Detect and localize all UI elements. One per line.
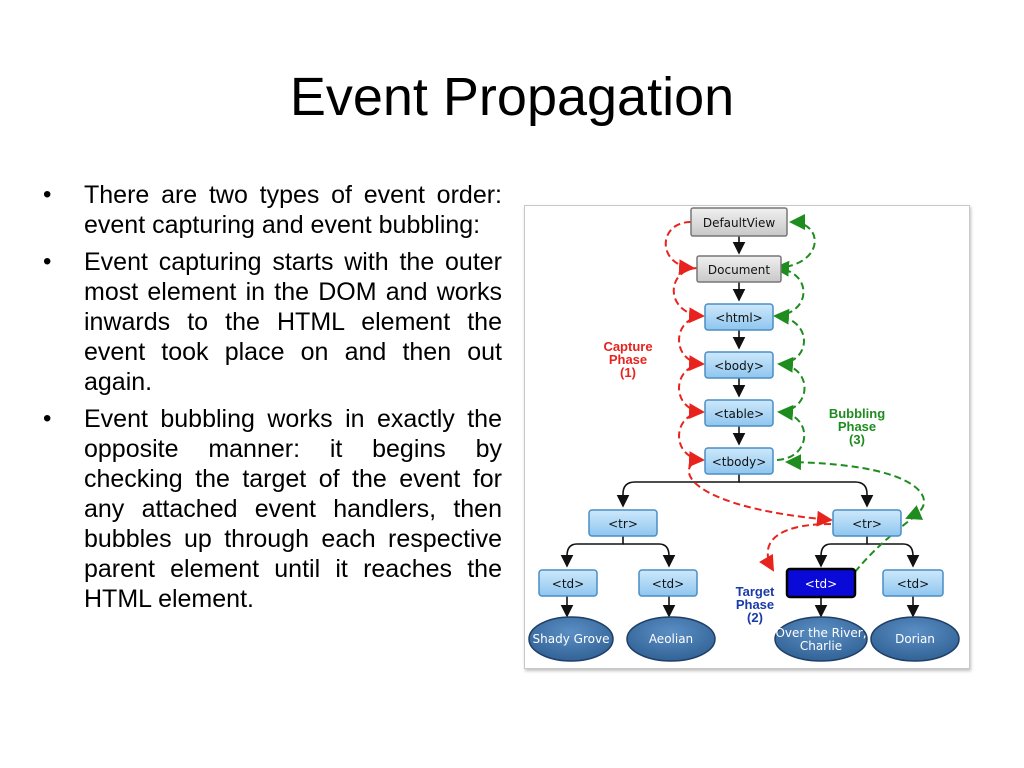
bubbling-phase-label: Bubbling Phase (3) (829, 406, 885, 447)
leaf-aeolian: Aeolian (626, 616, 716, 662)
node-label: <td> (805, 577, 837, 591)
capture-phase-arrows (664, 221, 833, 572)
bubbling-label-line-3: (3) (849, 432, 865, 447)
capture-phase-label: Capture Phase (1) (603, 339, 652, 380)
capture-label-line-2: Phase (609, 352, 647, 367)
leaf-label: Dorian (895, 632, 935, 646)
target-phase-label: Target Phase (2) (736, 584, 775, 625)
bullet-text: There are two types of event order: even… (84, 181, 502, 239)
node-label: <td> (652, 577, 684, 591)
bullet-list: • There are two types of event order: eve… (40, 180, 502, 621)
node-body: <body> (704, 351, 774, 379)
node-label: <tr> (852, 517, 882, 531)
leaf-label: Shady Grove (533, 632, 610, 646)
node-defaultview: DefaultView (690, 207, 788, 237)
node-label: <html> (715, 311, 762, 325)
bubbling-label-line-2: Phase (838, 419, 876, 434)
target-label-line-1: Target (736, 584, 775, 599)
node-td-2: <td> (638, 569, 698, 597)
tree-connectors (560, 236, 920, 618)
node-html: <html> (704, 303, 774, 331)
node-td-1: <td> (538, 569, 598, 597)
leaf-over-the-river-charlie: Over the River, Charlie (774, 616, 868, 662)
capture-label-line-3: (1) (620, 365, 636, 380)
bullet-dot-icon: • (43, 405, 52, 432)
node-label: <tr> (608, 517, 638, 531)
bullet-text: Event capturing starts with the outer mo… (84, 248, 502, 396)
node-tr-right: <tr> (832, 509, 902, 537)
node-document: Document (696, 255, 782, 283)
node-td-4: <td> (882, 569, 944, 597)
node-label: <body> (714, 359, 764, 373)
capture-label-line-1: Capture (603, 339, 652, 354)
node-label: <table> (714, 407, 765, 421)
node-label: <td> (552, 577, 584, 591)
bubbling-phase-arrows (773, 214, 925, 573)
bullet-dot-icon: • (43, 181, 52, 208)
bullet-item: • Event capturing starts with the outer m… (40, 247, 502, 397)
node-td-target: <td> (785, 567, 857, 599)
node-label: DefaultView (703, 216, 776, 230)
node-label: Document (708, 263, 770, 277)
bubbling-label-line-1: Bubbling (829, 406, 885, 421)
bullet-item: • There are two types of event order: eve… (40, 180, 502, 240)
leaf-label-line-1: Over the River, (775, 626, 866, 640)
node-tbody: <tbody> (704, 447, 774, 475)
target-label-line-2: Phase (736, 597, 774, 612)
node-label: <tbody> (712, 455, 767, 469)
slide-title: Event Propagation (289, 67, 735, 127)
event-propagation-diagram: DefaultView Document <html> <body> <tabl… (524, 205, 970, 669)
node-label: <td> (897, 577, 929, 591)
leaf-dorian: Dorian (870, 616, 960, 662)
leaf-label: Aeolian (649, 632, 693, 646)
leaf-shady-grove: Shady Grove (528, 616, 614, 662)
node-tr-left: <tr> (588, 509, 658, 537)
bullet-item: • Event bubbling works in exactly the opp… (40, 404, 502, 614)
target-label-line-3: (2) (747, 610, 763, 625)
node-table: <table> (704, 399, 774, 427)
leaf-label-line-2: Charlie (800, 639, 842, 653)
bullet-text: Event bubbling works in exactly the oppo… (84, 405, 502, 613)
bullet-dot-icon: • (43, 248, 52, 275)
